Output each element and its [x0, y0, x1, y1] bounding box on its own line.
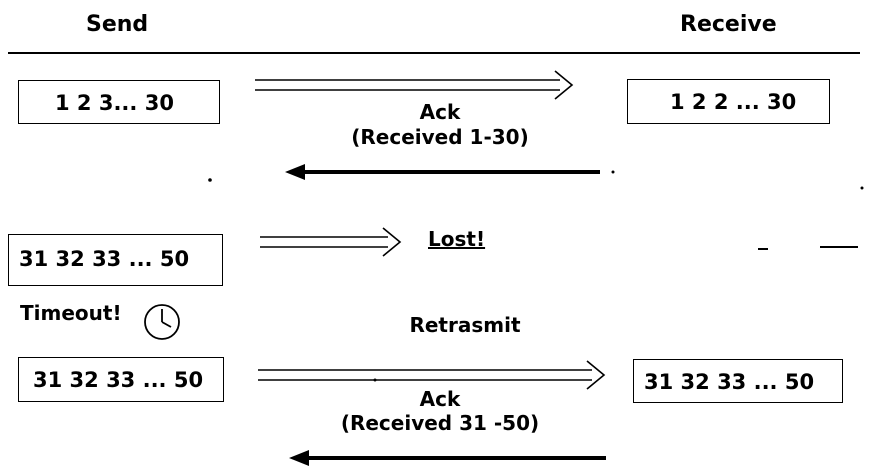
send-packet-box-2: 31 32 33 ... 50: [8, 234, 223, 286]
stray-dot: [208, 178, 212, 182]
stray-dot: [860, 186, 864, 190]
stray-dot: [373, 378, 377, 382]
send-arrow-1: [255, 70, 574, 100]
retransmit-arrow: [258, 360, 606, 390]
retransmit-label: Retrasmit: [409, 313, 521, 337]
ack-detail-2: (Received 31 -50): [340, 411, 540, 435]
lost-arrow: [260, 227, 402, 257]
ack-arrow-1: [285, 164, 600, 180]
ack-title-2: Ack: [419, 387, 461, 411]
send-header: Send: [86, 12, 149, 37]
lost-label: Lost!: [428, 227, 486, 251]
ack-title-1: Ack: [419, 100, 461, 124]
receive-header: Receive: [680, 12, 777, 37]
stray-dot: [611, 170, 615, 174]
ack-arrow-2: [289, 450, 606, 466]
send-packet-box-3: 31 32 33 ... 50: [18, 357, 224, 402]
receive-packet-box-3: 31 32 33 ... 50: [633, 359, 843, 403]
clock-icon: [144, 304, 180, 340]
timeout-label: Timeout!: [20, 301, 122, 325]
ack-detail-1: (Received 1-30): [351, 125, 529, 149]
receive-packet-box-1: 1 2 2 ... 30: [627, 79, 830, 124]
send-packet-box-1: 1 2 3... 30: [18, 80, 220, 124]
